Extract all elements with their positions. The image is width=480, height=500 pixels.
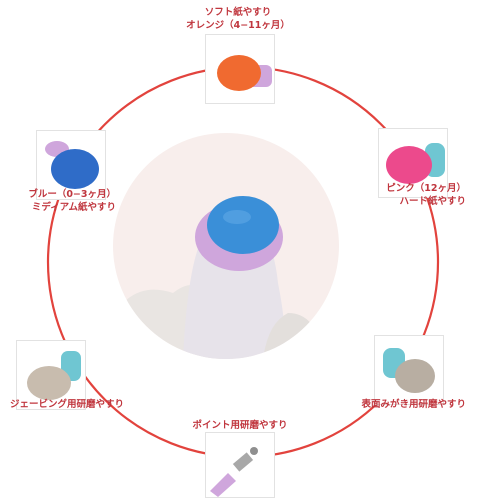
label-soft-orange: ソフト紙やすり オレンジ（4−11ヶ月） (178, 6, 298, 32)
center-product-photo (113, 133, 339, 359)
orange-file-head-image (217, 55, 272, 91)
point-file-head-image (210, 447, 258, 497)
label-point-polish-line1: ポイント用研磨やすり (192, 420, 288, 431)
label-soft-orange-line1: ソフト紙やすり (204, 7, 272, 18)
thumb-surface-polish (374, 335, 444, 405)
surface-file-head-image (383, 348, 435, 393)
label-medium-blue-line1: ブルー（0−3ヶ月） (28, 189, 116, 200)
pink-file-head-image (386, 143, 445, 184)
label-medium-blue: ブルー（0−3ヶ月） ミディアム紙やすり (0, 188, 116, 214)
label-surface-polish: 表面みがき用研磨やすり (318, 398, 466, 411)
thumb-point-polish (205, 432, 275, 498)
thumb-hard-pink (378, 128, 448, 198)
label-hard-pink-line2: ハード紙やすり (399, 196, 466, 207)
label-shaving-polish-line1: ジェービング用研磨やすり (10, 399, 125, 410)
label-soft-orange-line2: オレンジ（4−11ヶ月） (186, 20, 290, 31)
thumb-medium-blue (36, 130, 106, 200)
label-hard-pink: ピンク（12ヶ月） ハード紙やすり (340, 182, 466, 208)
label-medium-blue-line2: ミディアム紙やすり (31, 202, 116, 213)
thumb-shaving-polish (16, 340, 86, 410)
nail-file-device-image (123, 196, 323, 359)
label-point-polish: ポイント用研磨やすり (178, 419, 302, 432)
blue-file-head-image (45, 141, 99, 189)
shaving-file-head-image (27, 351, 81, 400)
label-shaving-polish: ジェービング用研磨やすり (10, 398, 124, 411)
thumb-soft-orange (205, 34, 275, 104)
label-surface-polish-line1: 表面みがき用研磨やすり (361, 399, 466, 410)
label-hard-pink-line1: ピンク（12ヶ月） (386, 183, 466, 194)
